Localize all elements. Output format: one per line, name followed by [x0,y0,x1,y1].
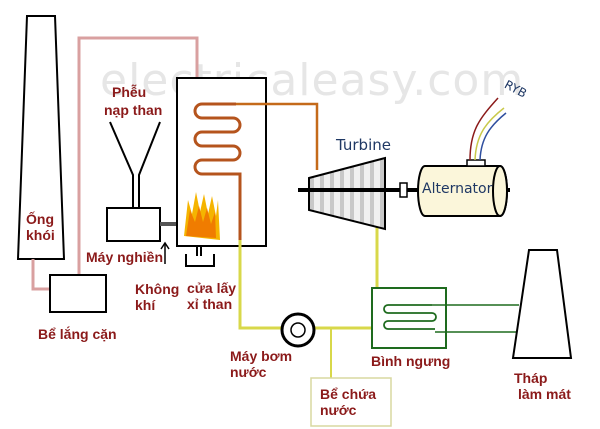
watermark: electricaleasy.com [100,55,525,106]
hopper [109,121,134,210]
ash-door-label-2: xỉ than [187,296,233,312]
flue-pipe [77,36,199,275]
wire-b [479,112,507,161]
hopper-label-2: nạp than [104,102,163,118]
flue-pipe-chimney [31,259,50,291]
cooling-tower-label-1: Tháp [514,370,548,386]
cooling-tower-label-2: làm mát [518,386,571,402]
condenser-label: Bình ngưng [371,353,451,369]
water-tank-label-2: nước [320,402,357,418]
steam-pipe [236,102,319,170]
condenser [371,287,447,349]
chimney-label-1: Ống [26,211,54,227]
chimney-label-2: khói [26,227,55,243]
wire-r [469,97,499,161]
cooling-tower [511,249,573,359]
pump-label-2: nước [230,364,267,380]
air-label-1: Không [135,281,180,297]
turbine [308,156,386,231]
ash-door-label-1: cửa lấy [187,280,237,296]
crusher [106,207,161,242]
settling-tank-label: Bể lắng cặn [38,326,117,342]
wire-y [474,107,505,161]
crusher-label: Máy nghiền [86,249,164,265]
water-tank-label-1: Bể chứa [320,386,377,402]
steam-coil [193,102,242,240]
alternator-label: Alternator [422,181,493,197]
air-label-2: khí [135,297,156,313]
water-tank [310,377,392,427]
hopper-label-1: Phễu [112,84,147,100]
coupling [399,182,408,198]
ash-door [185,254,215,267]
turbine-label: Turbine [336,136,391,154]
feedwater-pipe [238,240,283,330]
flames [184,192,220,240]
chimney [16,15,66,260]
pump-label-1: Máy bơm [230,348,293,364]
settling-tank [49,274,107,313]
